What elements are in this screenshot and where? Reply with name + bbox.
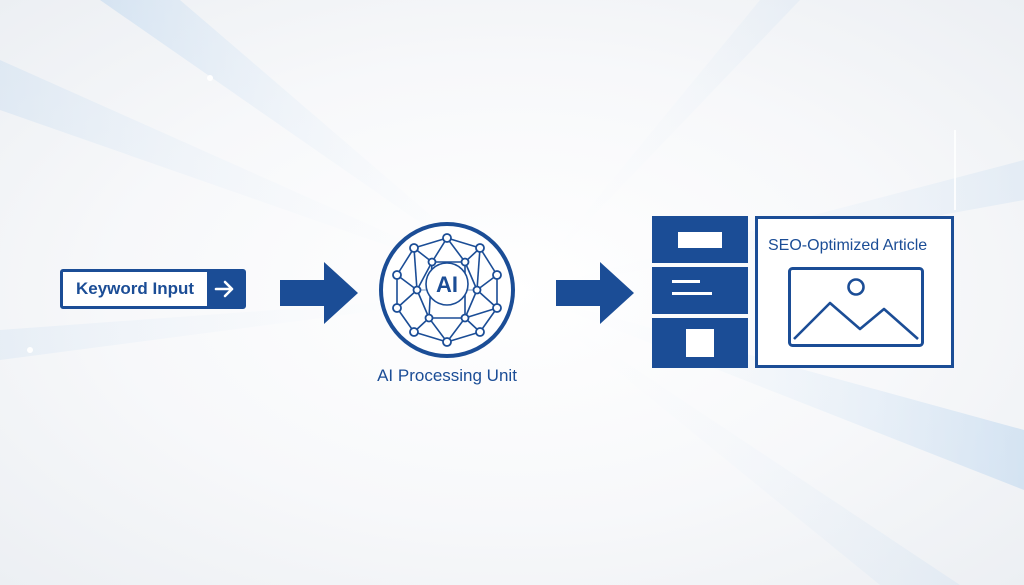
flow-arrow-2: [556, 262, 634, 324]
arrow-right-icon: [207, 272, 243, 306]
seo-article-card: SEO-Optimized Article: [755, 216, 954, 368]
flow-arrow-1: [280, 262, 358, 324]
keyword-input-box[interactable]: Keyword Input: [60, 269, 246, 309]
keyword-input-label: Keyword Input: [76, 279, 195, 298]
article-title: SEO-Optimized Article: [768, 237, 928, 254]
neural-network-icon: AI: [379, 222, 515, 358]
layout-block-top: [652, 216, 748, 263]
image-placeholder-icon: [788, 267, 924, 347]
ai-processing-caption: AI Processing Unit: [377, 366, 517, 385]
layout-block-middle: [652, 267, 748, 314]
ai-core-label: AI: [436, 272, 458, 297]
layout-block-bottom: [652, 318, 748, 368]
